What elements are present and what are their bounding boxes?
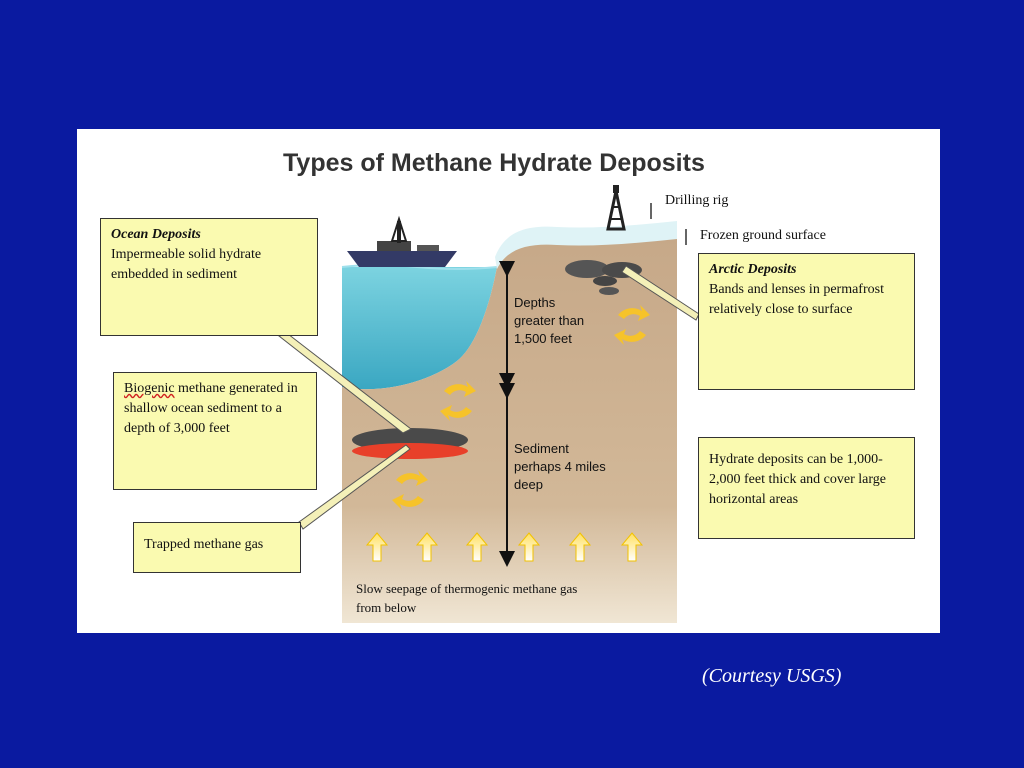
trapped-gas-pocket — [352, 443, 468, 459]
seepage-label: Slow seepage of thermogenic methane gas … — [356, 581, 578, 615]
diagram-title: Types of Methane Hydrate Deposits — [283, 149, 705, 177]
recycle-icon — [392, 470, 428, 510]
biogenic-text: methane generated in shallow ocean sedim… — [124, 381, 298, 436]
biogenic-methane-box: Biogenic methane generated in shallow oc… — [113, 372, 317, 490]
recycle-icon — [614, 305, 650, 345]
seepage-arrow — [415, 532, 439, 562]
seepage-arrows — [365, 532, 644, 562]
diagram-illustration — [277, 185, 700, 623]
sediment-label: Sediment perhaps 4 miles deep — [514, 441, 606, 492]
seepage-arrow — [568, 532, 592, 562]
seepage-arrow — [517, 532, 541, 562]
frozen-ground-label: Frozen ground surface — [700, 228, 826, 243]
diagram-panel: Types of Methane Hydrate Deposits Drilli… — [77, 129, 940, 633]
hydrate-thickness-text: Hydrate deposits can be 1,000-2,000 feet… — [709, 452, 887, 507]
ocean-water — [342, 267, 497, 390]
ocean-deposits-text: Impermeable solid hydrate embedded in se… — [111, 247, 262, 282]
depths-label: Depths greater than 1,500 feet — [514, 295, 585, 346]
ocean-deposits-box: Ocean Deposits Impermeable solid hydrate… — [100, 218, 318, 336]
arctic-deposits-box: Arctic Deposits Bands and lenses in perm… — [698, 253, 915, 390]
trapped-methane-text: Trapped methane gas — [144, 537, 264, 552]
seepage-arrow — [365, 532, 389, 562]
ship-icon — [347, 215, 457, 267]
seepage-arrow — [465, 532, 489, 562]
frozen-ground-surface — [495, 221, 677, 269]
drilling-rig-label: Drilling rig — [665, 193, 729, 208]
trapped-methane-box: Trapped methane gas — [133, 522, 301, 573]
drilling-rig-icon — [606, 185, 626, 231]
ocean-deposits-heading: Ocean Deposits — [111, 227, 201, 242]
arctic-deposits-text: Bands and lenses in permafrost relativel… — [709, 282, 884, 317]
trapped-box-pointer — [298, 444, 411, 530]
seepage-arrow — [620, 532, 644, 562]
hydrate-thickness-box: Hydrate deposits can be 1,000-2,000 feet… — [698, 437, 915, 539]
recycle-icon — [440, 381, 476, 421]
biogenic-word: Biogenic — [124, 381, 175, 396]
arctic-deposits-heading: Arctic Deposits — [709, 262, 797, 277]
arctic-deposit-lenses — [565, 260, 642, 295]
courtesy-credit: (Courtesy USGS) — [702, 665, 842, 687]
